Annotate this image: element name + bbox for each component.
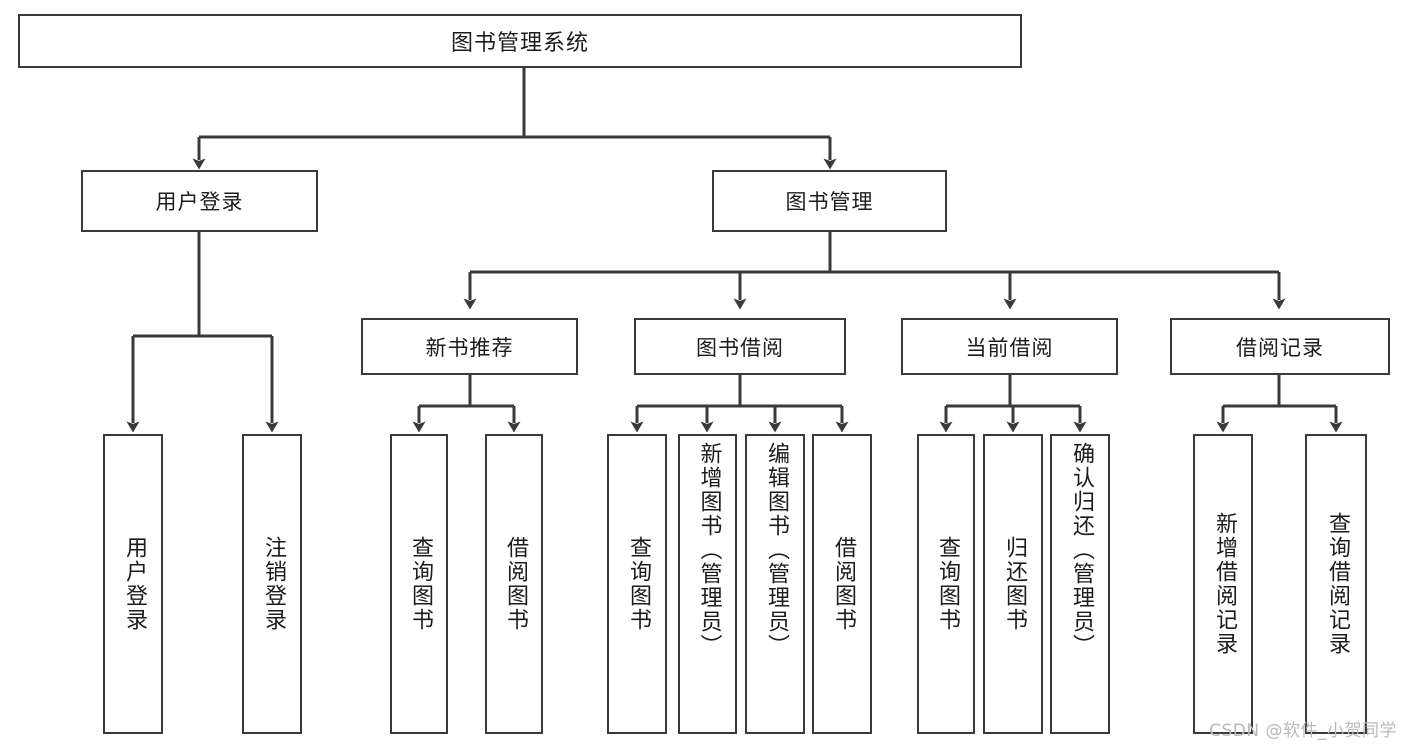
node-user-login[interactable]: 用户登录 — [81, 170, 318, 232]
leaf-label: 借阅图书 — [831, 536, 856, 632]
leaf-label: 查询图书 — [626, 536, 651, 632]
leaf-borrow-book[interactable]: 借阅图书 — [812, 434, 872, 734]
leaf-borrow-book-rec[interactable]: 借阅图书 — [485, 434, 543, 734]
node-borrow-record[interactable]: 借阅记录 — [1170, 318, 1390, 375]
leaf-edit-book-admin[interactable]: 编辑图书（管理员） — [745, 434, 805, 734]
leaf-query-book-current[interactable]: 查询图书 — [917, 434, 975, 734]
leaf-label: 查询图书 — [408, 536, 433, 632]
node-new-book-recommend[interactable]: 新书推荐 — [361, 318, 578, 375]
leaf-label: 借阅图书 — [503, 536, 528, 632]
leaf-label: 编辑图书（管理员） — [764, 442, 789, 658]
leaf-label: 确认归还（管理员） — [1069, 442, 1094, 658]
node-book-borrow[interactable]: 图书借阅 — [634, 318, 846, 375]
leaf-label: 查询借阅记录 — [1325, 512, 1350, 656]
leaf-user-login[interactable]: 用户登录 — [103, 434, 163, 734]
leaf-label: 注销登录 — [261, 536, 286, 632]
leaf-logout[interactable]: 注销登录 — [242, 434, 302, 734]
leaf-label: 用户登录 — [122, 536, 147, 632]
node-root[interactable]: 图书管理系统 — [18, 14, 1022, 68]
leaf-label: 新增图书（管理员） — [696, 442, 722, 658]
node-book-management[interactable]: 图书管理 — [712, 170, 947, 232]
leaf-label: 查询图书 — [935, 536, 960, 632]
leaf-add-borrow-record[interactable]: 新增借阅记录 — [1193, 434, 1253, 734]
node-current-borrow[interactable]: 当前借阅 — [901, 318, 1118, 375]
leaf-confirm-return-admin[interactable]: 确认归还（管理员） — [1050, 434, 1110, 734]
leaf-add-book-admin[interactable]: 新增图书（管理员） — [678, 434, 737, 734]
watermark-text: CSDN @软件_小贺同学 — [1209, 721, 1397, 741]
leaf-label: 新增借阅记录 — [1212, 512, 1237, 656]
leaf-label: 归还图书 — [1002, 536, 1027, 632]
leaf-query-borrow-record[interactable]: 查询借阅记录 — [1305, 434, 1367, 734]
leaf-query-book-borrow[interactable]: 查询图书 — [607, 434, 667, 734]
leaf-query-book-rec[interactable]: 查询图书 — [390, 434, 448, 734]
leaf-return-book[interactable]: 归还图书 — [983, 434, 1043, 734]
